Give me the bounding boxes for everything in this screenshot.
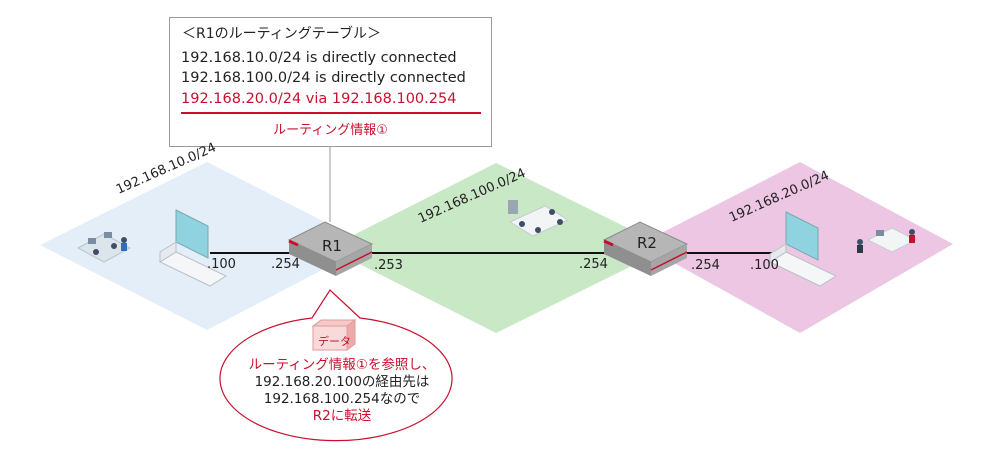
meeting-room-icon xyxy=(508,200,570,237)
bubble-line: R2に転送 xyxy=(312,408,372,424)
data-packet-label: データ xyxy=(318,335,351,348)
router-r1[interactable] xyxy=(287,221,374,276)
right-office-icon xyxy=(857,227,918,253)
router-r2-label: R2 xyxy=(637,234,657,252)
left-laptop-icon xyxy=(158,209,228,287)
route-entry: 192.168.100.0/24 is directly connected xyxy=(181,70,466,86)
interface-label-right-host: .100 xyxy=(750,258,779,273)
routing-table-callout: ＜R1のルーティングテーブル＞ 192.168.10.0/24 is direc… xyxy=(169,17,492,147)
right-laptop-icon xyxy=(768,211,838,287)
middle-network-zone xyxy=(328,163,668,333)
interface-label-r2-left: .254 xyxy=(579,257,608,272)
interface-label-r2-right: .254 xyxy=(691,258,720,273)
bubble-text: ルーティング情報①を参照し、 192.168.20.100の経由先は 192.1… xyxy=(222,357,462,425)
bubble-line: 192.168.20.100の経由先は xyxy=(254,374,430,390)
route-underline xyxy=(181,112,481,114)
route-entry-highlighted: 192.168.20.0/24 via 192.168.100.254 xyxy=(181,91,457,107)
router-r2[interactable] xyxy=(602,221,689,276)
speech-bubble xyxy=(219,289,453,442)
routing-info-note: ルーティング情報① xyxy=(273,123,388,138)
route-entry: 192.168.10.0/24 is directly connected xyxy=(181,50,457,66)
routing-table-title: ＜R1のルーティングテーブル＞ xyxy=(182,26,381,42)
bubble-line: 192.168.100.254なので xyxy=(263,391,421,407)
interface-label-left-host: .100 xyxy=(207,257,236,272)
left-office-icon xyxy=(76,232,132,263)
router-r1-label: R1 xyxy=(322,237,342,255)
interface-label-r1-right: .253 xyxy=(374,258,403,273)
bubble-line: ルーティング情報①を参照し、 xyxy=(248,357,436,373)
interface-label-r1-left: .254 xyxy=(271,257,300,272)
data-packet-icon xyxy=(311,319,357,351)
